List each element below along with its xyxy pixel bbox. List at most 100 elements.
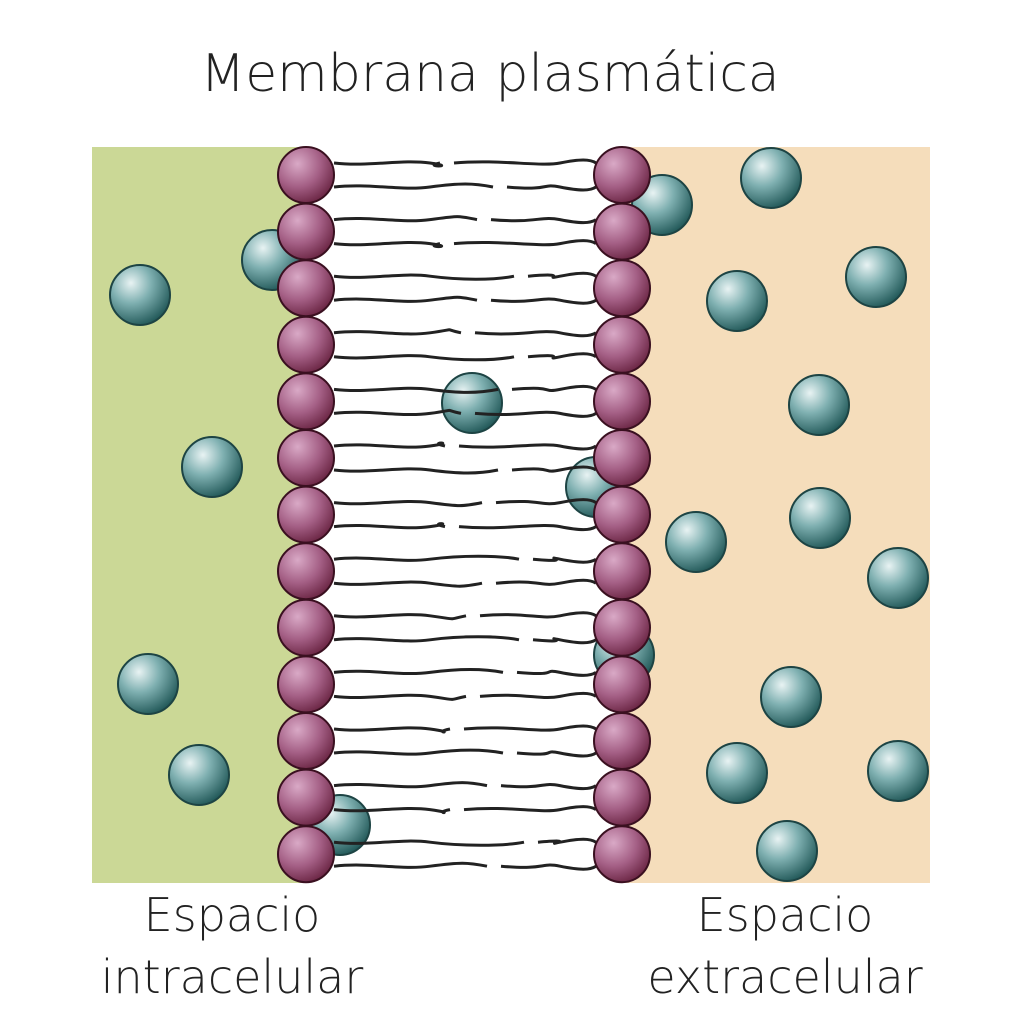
lipid-tail	[333, 182, 494, 190]
phospholipid-head	[277, 202, 335, 261]
solute-molecule	[789, 487, 851, 549]
phospholipid-head	[593, 542, 651, 601]
lipid-tail	[453, 158, 597, 166]
lipid-tail	[500, 782, 597, 791]
lipid-tail	[333, 408, 462, 417]
lipid-tail	[527, 352, 597, 360]
solute-molecule	[760, 666, 822, 728]
lipid-tail	[490, 297, 597, 305]
phospholipid-head	[593, 712, 651, 770]
intracellular-label: Espacio intracelular	[92, 884, 372, 1008]
lipid-tail	[333, 386, 499, 394]
phospholipid-head	[277, 768, 335, 827]
solute-molecule	[867, 740, 929, 802]
lipid-tail	[537, 837, 597, 845]
lipid-tail	[333, 499, 483, 508]
lipid-tail	[333, 861, 488, 869]
phospholipid-head	[593, 598, 651, 657]
lipid-tail	[333, 328, 462, 336]
phospholipid-head	[593, 429, 651, 487]
phospholipid-head	[277, 485, 335, 544]
solute-molecule	[117, 653, 179, 715]
diagram-title: Membrana plasmática	[200, 44, 780, 104]
lipid-tail	[474, 330, 597, 338]
lipid-tail	[495, 498, 597, 506]
lipid-tail	[479, 611, 597, 619]
phospholipid-head	[277, 655, 335, 714]
lipid-tail	[333, 726, 451, 734]
lipid-tail	[453, 239, 597, 247]
phospholipid-head	[277, 146, 335, 204]
lipid-tail	[333, 554, 520, 562]
phospholipid-head	[277, 429, 335, 487]
intracellular-label-line1: Espacio	[143, 888, 321, 942]
lipid-tail	[516, 750, 597, 758]
phospholipid-head	[593, 202, 651, 261]
lipid-tail	[333, 295, 478, 303]
phospholipid-head	[277, 598, 335, 657]
lipid-tail	[333, 580, 483, 588]
phospholipid-head	[277, 825, 335, 884]
extracellular-label: Espacio extracelular	[620, 884, 950, 1008]
intracellular-label-line2: intracelular	[100, 950, 364, 1004]
extracellular-label-line2: extracelular	[647, 950, 923, 1004]
lipid-tail	[532, 556, 597, 564]
lipid-tail	[506, 184, 597, 192]
solute-molecule	[441, 372, 503, 434]
phospholipid-head	[593, 768, 651, 827]
solute-molecule	[181, 436, 243, 498]
phospholipid-head	[277, 542, 335, 601]
solute-molecule	[740, 147, 802, 209]
lipid-tail	[479, 691, 597, 700]
phospholipid-head	[277, 372, 335, 431]
solute-molecule	[867, 547, 929, 609]
lipid-tail	[463, 805, 597, 813]
lipid-tail	[458, 443, 597, 451]
solute-molecule	[845, 246, 907, 308]
lipid-tail	[532, 637, 597, 645]
lipid-tail	[333, 240, 444, 249]
lipid-tail	[333, 667, 504, 676]
phospholipid-head	[593, 259, 651, 318]
lipid-tail	[333, 693, 467, 701]
lipid-tail	[333, 441, 446, 449]
phospholipid-head	[277, 712, 335, 770]
solute-molecule	[788, 374, 850, 436]
lipid-tail	[333, 839, 525, 847]
extracellular-label-line1: Espacio	[696, 888, 874, 942]
phospholipid-head	[593, 825, 651, 884]
solute-molecule	[706, 270, 768, 332]
lipid-tail	[333, 273, 515, 281]
lipid-tail	[495, 578, 597, 586]
lipid-tail	[333, 160, 444, 168]
phospholipid-head	[593, 372, 651, 431]
lipid-tail	[333, 354, 515, 362]
solute-molecule	[665, 511, 727, 573]
phospholipid-head	[593, 146, 651, 204]
phospholipid-head	[593, 655, 651, 714]
lipid-tail	[333, 467, 499, 475]
lipid-tail	[333, 781, 488, 789]
phospholipid-head	[593, 485, 651, 544]
lipid-tail	[333, 806, 451, 815]
lipid-tail	[511, 384, 597, 393]
lipid-tail	[463, 724, 597, 732]
lipid-tail	[333, 635, 520, 643]
lipid-tail	[333, 748, 504, 756]
phospholipid-head	[277, 259, 335, 318]
solute-molecule	[706, 742, 768, 804]
solute-molecule	[109, 264, 171, 326]
lipid-tail	[333, 613, 467, 621]
lipid-tail	[333, 522, 446, 530]
lipid-tail	[527, 271, 597, 279]
phospholipid-head	[593, 315, 651, 374]
lipid-tail	[516, 669, 597, 677]
phospholipid-head	[277, 315, 335, 374]
lipid-tail	[500, 863, 597, 871]
lipid-tail	[333, 215, 478, 223]
lipid-tail	[511, 465, 597, 473]
lipid-tail	[474, 410, 597, 418]
solute-molecule	[168, 744, 230, 806]
lipid-tail	[458, 523, 597, 532]
